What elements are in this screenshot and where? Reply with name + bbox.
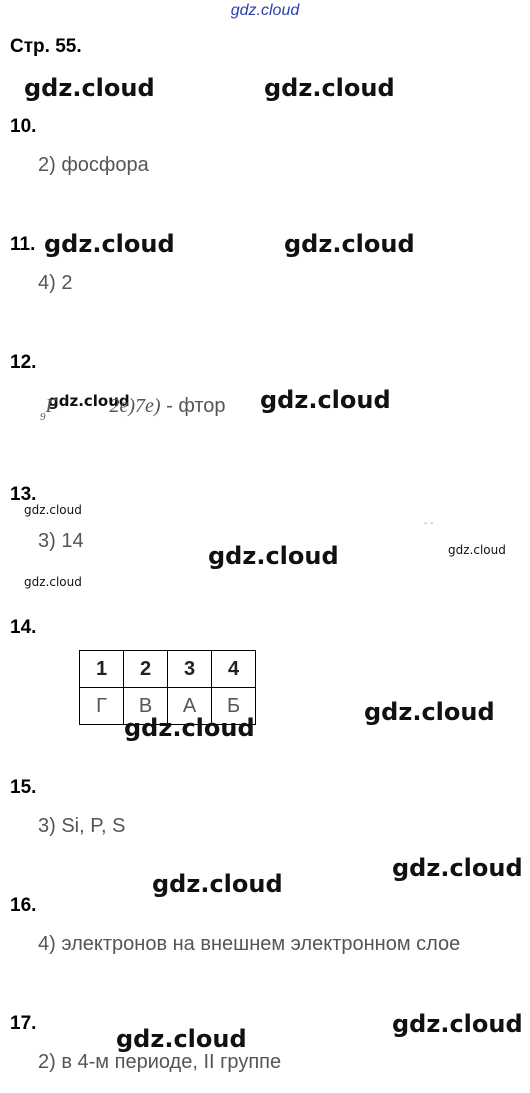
watermark: gdz.cloud bbox=[124, 714, 255, 742]
element-symbol: F bbox=[45, 395, 58, 417]
answer-text: 4) 2 bbox=[38, 272, 73, 294]
watermark: gdz.cloud bbox=[364, 698, 495, 726]
table-header-cell: 4 bbox=[211, 650, 256, 688]
table-header-cell: 2 bbox=[123, 650, 168, 688]
answer-text: 2) в 4-м периоде, II группе bbox=[38, 1051, 282, 1073]
watermark: gdz.cloud bbox=[264, 74, 395, 102]
table-header-cell: 3 bbox=[167, 650, 212, 688]
watermark: gdz.cloud bbox=[152, 870, 283, 898]
table-value-cell: Г bbox=[79, 687, 124, 725]
site-label[interactable]: gdz.cloud bbox=[230, 2, 300, 19]
atomic-number: 9 bbox=[40, 411, 46, 423]
table-value-cell: Б bbox=[211, 687, 256, 725]
watermark: gdz.cloud bbox=[116, 1025, 247, 1053]
watermark: gdz.cloud bbox=[24, 503, 82, 517]
question-number: 16. bbox=[10, 895, 37, 916]
element-formula: 9F 2e)7e) - фтор bbox=[40, 395, 226, 423]
watermark: gdz.cloud bbox=[24, 74, 155, 102]
table-value-cell: А bbox=[167, 687, 212, 725]
question-number: 13. bbox=[10, 484, 37, 505]
answer-text: 4) электронов на внешнем электронном сло… bbox=[38, 933, 461, 955]
watermark: gdz.cloud bbox=[208, 542, 339, 570]
electron-shells: 2e)7e) bbox=[109, 395, 161, 417]
watermark: gdz.cloud bbox=[284, 230, 415, 258]
question-number: 15. bbox=[10, 777, 37, 798]
watermark: gdz.cloud bbox=[48, 392, 130, 410]
table-value-cell: В bbox=[123, 687, 168, 725]
answer-text: 2) фосфора bbox=[38, 154, 149, 176]
watermark: gdz.cloud bbox=[44, 230, 175, 258]
answer-text: 3) 14 bbox=[38, 530, 84, 552]
question-number: 10. bbox=[10, 116, 37, 137]
question-number: 12. bbox=[10, 352, 37, 373]
page-title: Стр. 55. bbox=[10, 36, 82, 57]
speck: - - bbox=[424, 518, 434, 529]
answer-table: 1 2 3 4 Г В А Б bbox=[79, 650, 256, 725]
question-number: 14. bbox=[10, 617, 37, 638]
answer-text: 3) Si, P, S bbox=[38, 815, 126, 837]
watermark: gdz.cloud bbox=[392, 1010, 523, 1038]
element-name: - фтор bbox=[166, 395, 226, 417]
table-header-cell: 1 bbox=[79, 650, 124, 688]
watermark: gdz.cloud bbox=[448, 543, 506, 557]
watermark: gdz.cloud bbox=[260, 386, 391, 414]
watermark: gdz.cloud bbox=[392, 854, 523, 882]
question-number: 17. bbox=[10, 1013, 37, 1034]
question-number: 11. bbox=[10, 234, 36, 255]
watermark: gdz.cloud bbox=[24, 575, 82, 589]
